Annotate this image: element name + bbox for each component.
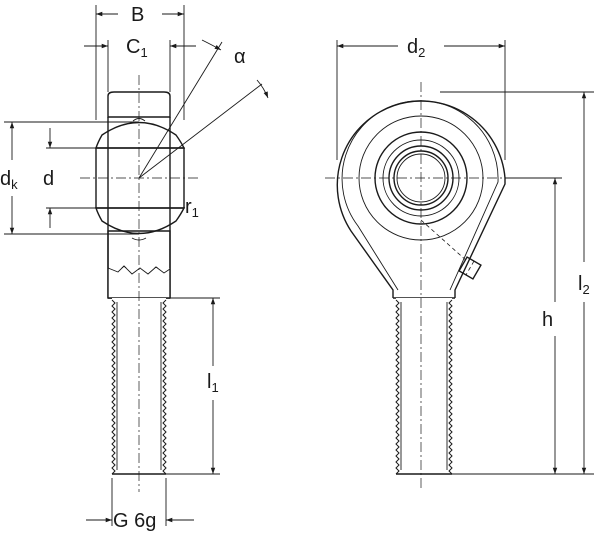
thread-profile-front-right bbox=[448, 299, 453, 475]
side-view-dimensions bbox=[4, 5, 269, 526]
dimension-labels: B C1 α dk d r1 l1 G 6g d2 h l2 bbox=[0, 4, 590, 532]
side-section-view bbox=[80, 75, 200, 492]
thread-profile-left bbox=[111, 299, 116, 475]
housing-upper-section bbox=[107, 91, 171, 118]
label-d: d bbox=[43, 168, 54, 190]
label-C1: C1 bbox=[126, 36, 148, 60]
ball-lower-section bbox=[95, 207, 186, 235]
thread-profile-front-left bbox=[395, 299, 400, 475]
lube-nipple bbox=[458, 256, 482, 280]
ball-upper-section bbox=[95, 121, 186, 149]
front-view bbox=[325, 82, 520, 490]
label-B: B bbox=[131, 4, 144, 26]
front-view-dimensions bbox=[336, 40, 594, 475]
label-h: h bbox=[542, 309, 553, 331]
label-l1: l1 bbox=[207, 371, 219, 395]
label-G-6g: G 6g bbox=[113, 510, 156, 532]
thread-profile-right bbox=[162, 299, 167, 475]
label-l2: l2 bbox=[578, 273, 590, 297]
label-d2: d2 bbox=[407, 36, 425, 60]
label-dk: dk bbox=[0, 168, 18, 192]
label-alpha: α bbox=[234, 46, 246, 68]
label-r1: r1 bbox=[185, 196, 199, 220]
